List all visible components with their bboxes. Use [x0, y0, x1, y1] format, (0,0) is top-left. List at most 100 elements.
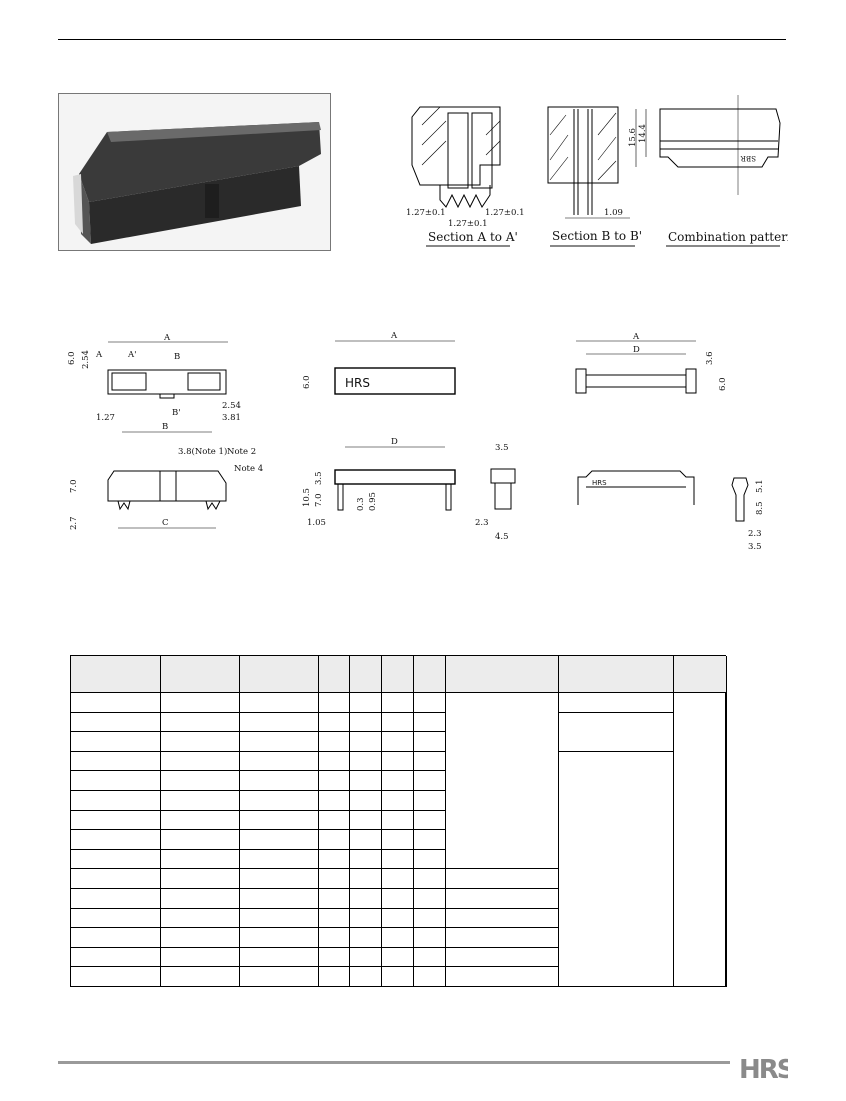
table-cell [446, 928, 559, 948]
table-cell [350, 967, 382, 987]
table-cell [382, 889, 414, 909]
table-cell [414, 712, 446, 733]
dim-45: 4.5 [495, 532, 509, 542]
table-cell [71, 849, 161, 870]
table-cell [240, 889, 319, 909]
dim-27: 2.7 [69, 516, 79, 530]
table-cell [71, 947, 161, 968]
dim-center: 1.27±0.1 [448, 219, 488, 229]
dim-36: 3.6 [705, 351, 715, 365]
dim-85: 8.5 [755, 501, 765, 515]
table-cell [319, 869, 350, 889]
hrs-marking: HRS [345, 376, 370, 390]
table-cell [240, 712, 319, 733]
table-cell [319, 908, 350, 929]
note-1: 3.8(Note 1) [178, 446, 227, 457]
table-cell [382, 830, 414, 850]
mark-B: B [174, 352, 180, 362]
table-cell [319, 849, 350, 870]
dim-6: 6.0 [718, 377, 728, 391]
table-cell [319, 712, 350, 733]
table-cell [319, 889, 350, 909]
table-cell [161, 889, 240, 909]
table-cell [240, 830, 319, 850]
table-cell [319, 751, 350, 772]
table-header-cell [161, 656, 240, 693]
table-cell [350, 732, 382, 752]
table-cell [382, 810, 414, 831]
table-cell [161, 869, 240, 889]
mark-B-prime: B' [172, 408, 181, 418]
table-cell [240, 771, 319, 791]
table-cell [161, 751, 240, 772]
table-cell [71, 967, 161, 987]
table-cell [240, 751, 319, 772]
table-header-cell [414, 656, 446, 693]
table-cell [319, 947, 350, 968]
table-cell [382, 791, 414, 811]
table-cell [319, 928, 350, 948]
table-cell [446, 693, 559, 870]
table-cell [350, 908, 382, 929]
clip-drawings: A D 3.6 6.0 HRS 5.1 8.5 2.3 3.5 [575, 332, 765, 552]
dim-35: 3.5 [748, 542, 762, 552]
table-cell [161, 712, 240, 733]
table-cell [71, 908, 161, 929]
table-cell [161, 830, 240, 850]
table-cell [414, 830, 446, 850]
table-cell [446, 967, 559, 987]
table-cell [559, 751, 674, 987]
table-cell [161, 771, 240, 791]
table-cell [414, 791, 446, 811]
table-header-cell [319, 656, 350, 693]
dim-pitch: 1.09 [604, 208, 623, 218]
dim-6: 6.0 [67, 351, 77, 365]
header-top-view: A 6.0 2.54 A A' B B' 1.27 2.54 3.81 B 3.… [67, 333, 263, 530]
table-cell [319, 693, 350, 713]
table-cell [240, 967, 319, 987]
dim-23: 2.3 [475, 518, 489, 528]
mark-A: A [95, 350, 103, 360]
table-cell [414, 947, 446, 968]
table-cell [350, 830, 382, 850]
table-cell [71, 810, 161, 831]
table-cell [161, 732, 240, 752]
dim-095: 0.95 [368, 492, 378, 511]
dim-A: A [632, 332, 640, 342]
table-cell [382, 712, 414, 733]
caption-combination: Combination pattern [668, 230, 788, 244]
table-header-cell [559, 656, 674, 693]
marking: SBR [740, 154, 756, 162]
table-cell [161, 928, 240, 948]
table-cell [414, 849, 446, 870]
table-cell [319, 810, 350, 831]
dim-left: 1.27±0.1 [406, 208, 446, 218]
table-cell [240, 732, 319, 752]
hrs-logo-text: HRS [739, 1055, 788, 1084]
table-cell [382, 771, 414, 791]
combination-pattern-drawing: 15.6 14.4 SBR Combination pattern [628, 95, 788, 247]
table-cell [446, 869, 559, 889]
table-cell [71, 889, 161, 909]
table-cell [350, 751, 382, 772]
table-header-cell [71, 656, 161, 693]
dim-right: 1.27±0.1 [485, 208, 525, 218]
table-cell [71, 732, 161, 752]
table-cell [319, 732, 350, 752]
table-header-cell [240, 656, 319, 693]
dim-35-w: 3.5 [495, 443, 509, 453]
table-cell [240, 869, 319, 889]
table-cell [71, 693, 161, 713]
table-cell [350, 693, 382, 713]
table-cell [382, 693, 414, 713]
dim-outer: 15.6 [628, 128, 638, 147]
dim-7: 7.0 [69, 479, 79, 493]
table-cell [382, 947, 414, 968]
table-cell [414, 751, 446, 772]
cover-drawings: A HRS 6.0 D 10.5 3.5 7.0 0.3 0.95 1.05 3… [302, 331, 516, 542]
dim-B: B [162, 422, 168, 432]
table-cell [414, 810, 446, 831]
table-cell [414, 908, 446, 929]
table-cell [350, 889, 382, 909]
table-cell [161, 791, 240, 811]
